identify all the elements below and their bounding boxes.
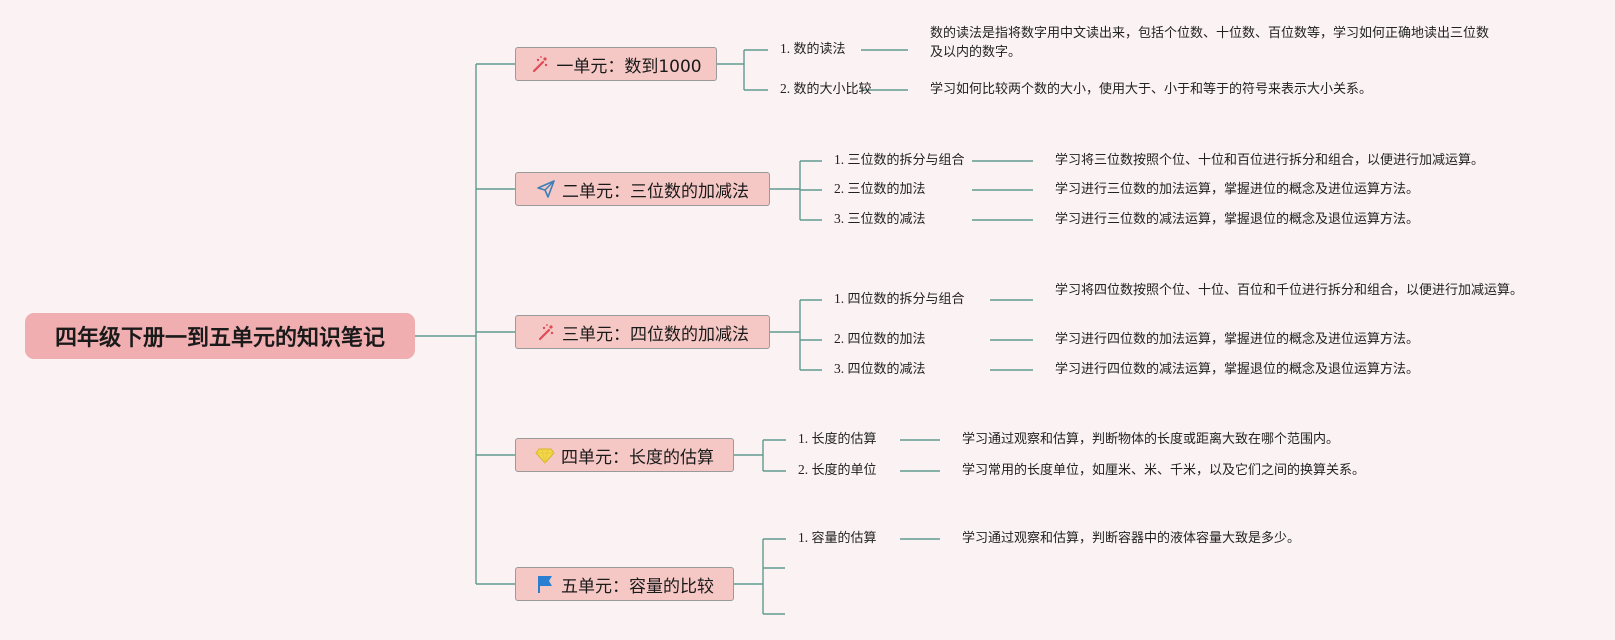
topic-title: 三位数的加法 (847, 182, 926, 197)
unit-label: 一单元：数到1000 (556, 56, 702, 77)
topic-description: 学习通过观察和估算，判断容器中的液体容量大致是多少。 (962, 531, 1301, 546)
topic-number: 1. (780, 41, 794, 56)
unit-node-5[interactable]: 五单元：容量的比较 (515, 567, 734, 601)
diamond-icon (535, 445, 555, 465)
topic-title: 四位数的加法 (847, 332, 926, 347)
topic-description: 学习进行四位数的加法运算，掌握进位的概念及进位运算方法。 (1055, 332, 1420, 347)
paper-plane-icon (536, 179, 556, 199)
topic-number: 2. (780, 81, 794, 96)
flag-icon (535, 574, 555, 594)
topic-title: 三位数的拆分与组合 (847, 153, 965, 168)
topic-number: 2. (834, 331, 848, 346)
topic-description: 学习将四位数按照个位、十位、百位和千位进行拆分和组合，以便进行加减运算。 (1055, 283, 1524, 298)
unit-label: 二单元：三位数的加减法 (562, 181, 749, 202)
topic-description: 学习将三位数按照个位、十位和百位进行拆分和组合，以便进行加减运算。 (1055, 153, 1485, 168)
topic-number: 1. (834, 152, 848, 167)
topic-number: 2. (798, 462, 812, 477)
topic-item[interactable]: 1. 容量的估算 (798, 530, 877, 547)
topic-description: 学习如何比较两个数的大小，使用大于、小于和等于的符号来表示大小关系。 (930, 82, 1373, 97)
topic-title: 长度的单位 (811, 463, 877, 478)
topic-item[interactable]: 2. 三位数的加法 (834, 181, 926, 198)
unit-node-4[interactable]: 四单元：长度的估算 (515, 438, 734, 472)
topic-title: 四位数的拆分与组合 (847, 292, 965, 307)
topic-item[interactable]: 3. 四位数的减法 (834, 361, 926, 378)
topic-number: 1. (834, 291, 848, 306)
topic-description: 学习进行四位数的减法运算，掌握退位的概念及退位运算方法。 (1055, 362, 1420, 377)
topic-number: 1. (798, 431, 812, 446)
topic-title: 数的大小比较 (793, 82, 872, 97)
topic-item[interactable]: 1. 四位数的拆分与组合 (834, 291, 965, 308)
root-title: 四年级下册一到五单元的知识笔记 (54, 326, 385, 351)
topic-item[interactable]: 2. 长度的单位 (798, 462, 877, 479)
topic-item[interactable]: 3. 三位数的减法 (834, 211, 926, 228)
sparkle-wand-icon (536, 322, 556, 342)
topic-title: 容量的估算 (811, 531, 877, 546)
topic-item[interactable]: 2. 四位数的加法 (834, 331, 926, 348)
topic-number: 3. (834, 361, 848, 376)
topic-title: 长度的估算 (811, 432, 877, 447)
topic-description: 学习进行三位数的加法运算，掌握进位的概念及进位运算方法。 (1055, 182, 1420, 197)
topic-item[interactable]: 1. 数的读法 (780, 41, 846, 58)
topic-item[interactable]: 1. 长度的估算 (798, 431, 877, 448)
topic-number: 1. (798, 530, 812, 545)
unit-label: 五单元：容量的比较 (561, 576, 714, 597)
unit-node-3[interactable]: 三单元：四位数的加减法 (515, 315, 770, 349)
topic-title: 三位数的减法 (847, 212, 926, 227)
topic-description: 学习常用的长度单位，如厘米、米、千米，以及它们之间的换算关系。 (962, 463, 1366, 478)
topic-title: 数的读法 (793, 42, 846, 57)
topic-item[interactable]: 2. 数的大小比较 (780, 81, 872, 98)
unit-node-2[interactable]: 二单元：三位数的加减法 (515, 172, 770, 206)
topic-number: 2. (834, 181, 848, 196)
topic-description: 学习通过观察和估算，判断物体的长度或距离大致在哪个范围内。 (962, 432, 1340, 447)
topic-description: 数的读法是指将数字用中文读出来，包括个位数、十位数、百位数等，学习如何正确地读出… (930, 26, 1490, 60)
unit-label: 四单元：长度的估算 (561, 447, 714, 468)
topic-title: 四位数的减法 (847, 362, 926, 377)
unit-label: 三单元：四位数的加减法 (562, 324, 749, 345)
unit-node-1[interactable]: 一单元：数到1000 (515, 47, 717, 81)
topic-item[interactable]: 1. 三位数的拆分与组合 (834, 152, 965, 169)
root-node[interactable]: 四年级下册一到五单元的知识笔记 (25, 313, 415, 359)
topic-description: 学习进行三位数的减法运算，掌握退位的概念及退位运算方法。 (1055, 212, 1420, 227)
topic-number: 3. (834, 211, 848, 226)
sparkle-wand-icon (530, 54, 550, 74)
